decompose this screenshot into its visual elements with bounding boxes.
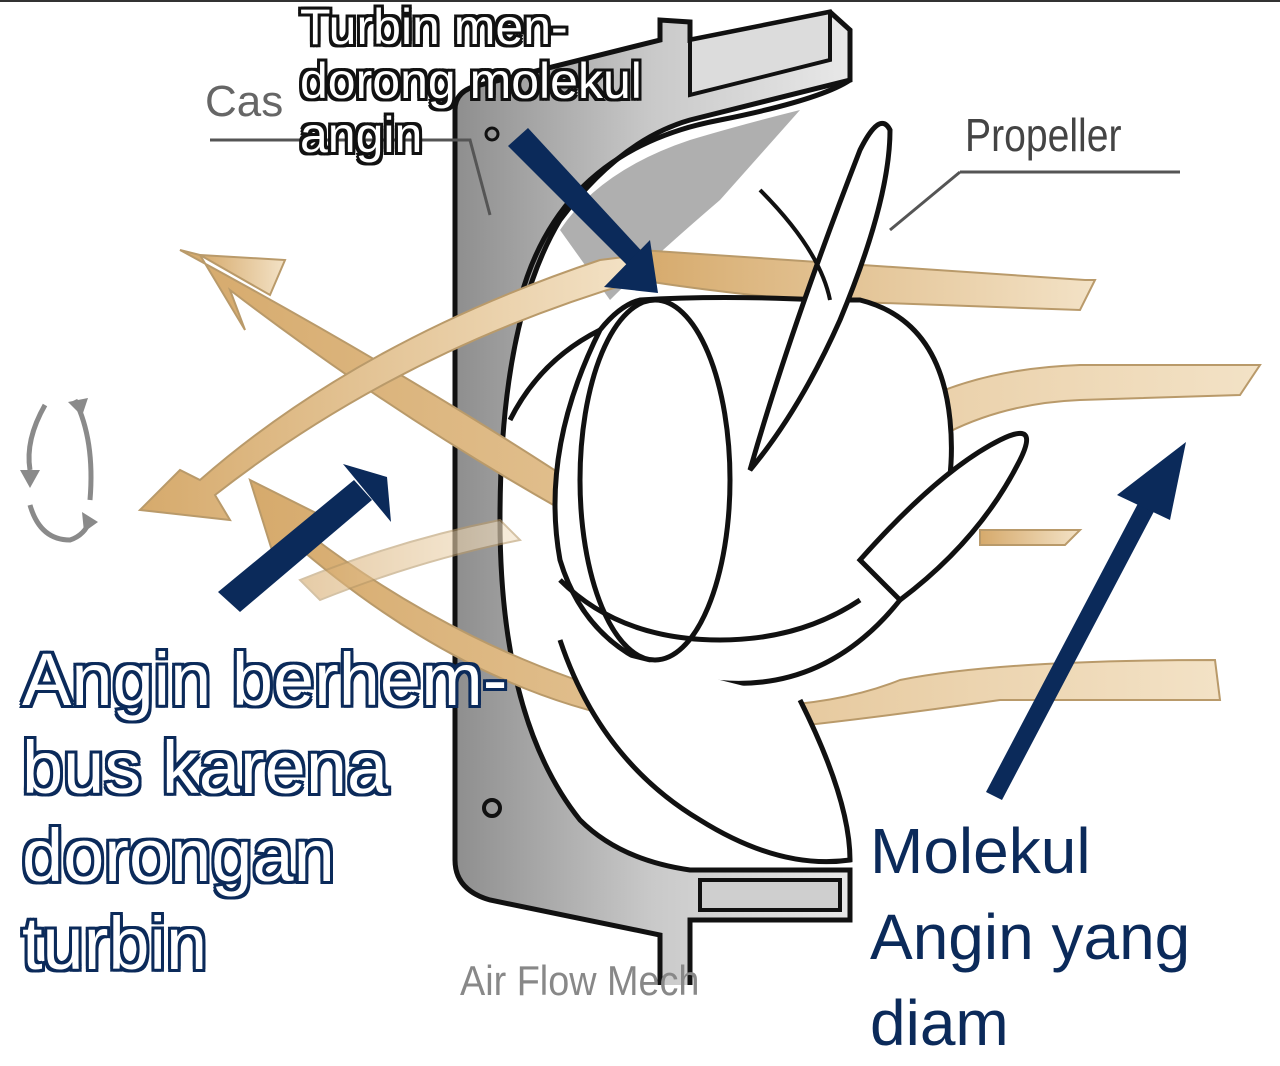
annotation-wind-blows: Angin berhem- bus karena dorongan turbin xyxy=(22,638,508,985)
caption-mask xyxy=(300,985,1280,1032)
rotation-arrows-icon xyxy=(20,398,98,543)
airflow-arrows xyxy=(137,248,1262,732)
propeller-label: Propeller xyxy=(965,109,1122,161)
top-border xyxy=(0,0,1280,2)
annotation-still-air-molecules: Molekul Angin yang diam xyxy=(870,815,1191,1059)
leader-lines xyxy=(210,138,1180,232)
fan-diagram xyxy=(20,9,1262,993)
annotation-arrows xyxy=(218,128,1186,800)
caption-fragment: Air Flow Mech xyxy=(460,957,700,1004)
arrow-to-fan-left xyxy=(218,464,391,612)
casing-label: Cas xyxy=(205,77,284,126)
annotation-turbine-pushes: Turbin men- dorong molekul angin xyxy=(300,0,642,163)
arrow-to-turbine xyxy=(508,128,658,293)
propeller xyxy=(507,120,1030,865)
arrow-to-air-right xyxy=(986,442,1186,800)
